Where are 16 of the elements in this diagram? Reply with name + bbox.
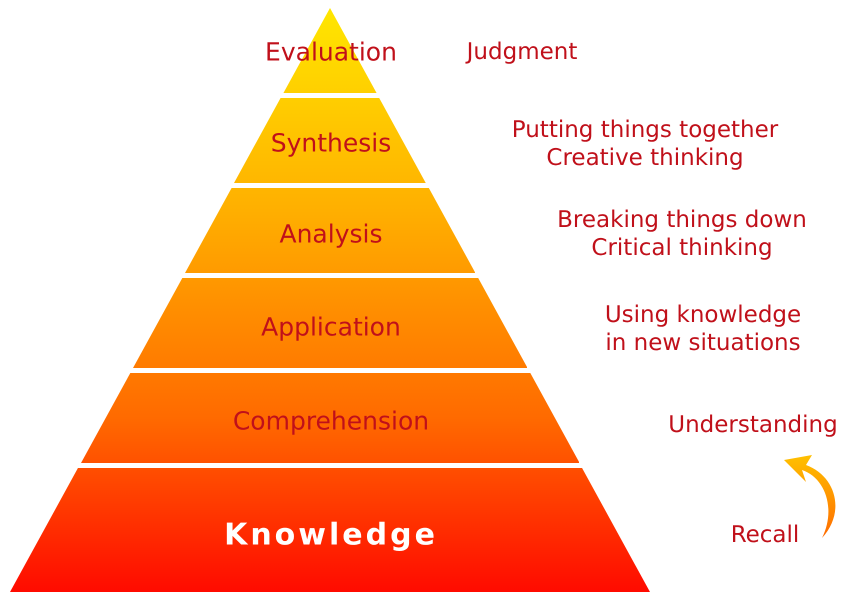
tier-label: Analysis	[279, 220, 382, 248]
pyramid-tier	[234, 98, 426, 183]
tier-label: Knowledge	[224, 518, 438, 552]
tier-description: Using knowledge in new situations	[604, 301, 802, 357]
tier-description: Understanding	[668, 411, 838, 439]
tier-description: Putting things together Creative thinking	[510, 116, 780, 172]
tier-description: Breaking things down Critical thinking	[556, 206, 808, 262]
pyramid-tier	[184, 188, 476, 273]
tier-label: Application	[261, 312, 401, 342]
tier-label: Comprehension	[232, 406, 430, 436]
tier-label: Synthesis	[270, 128, 392, 158]
pyramid-tier	[132, 278, 528, 368]
pyramid-tier	[80, 373, 580, 463]
tier-description: Judgment	[466, 38, 578, 66]
tier-description: Recall	[730, 521, 800, 549]
pyramid-tier	[10, 468, 650, 592]
